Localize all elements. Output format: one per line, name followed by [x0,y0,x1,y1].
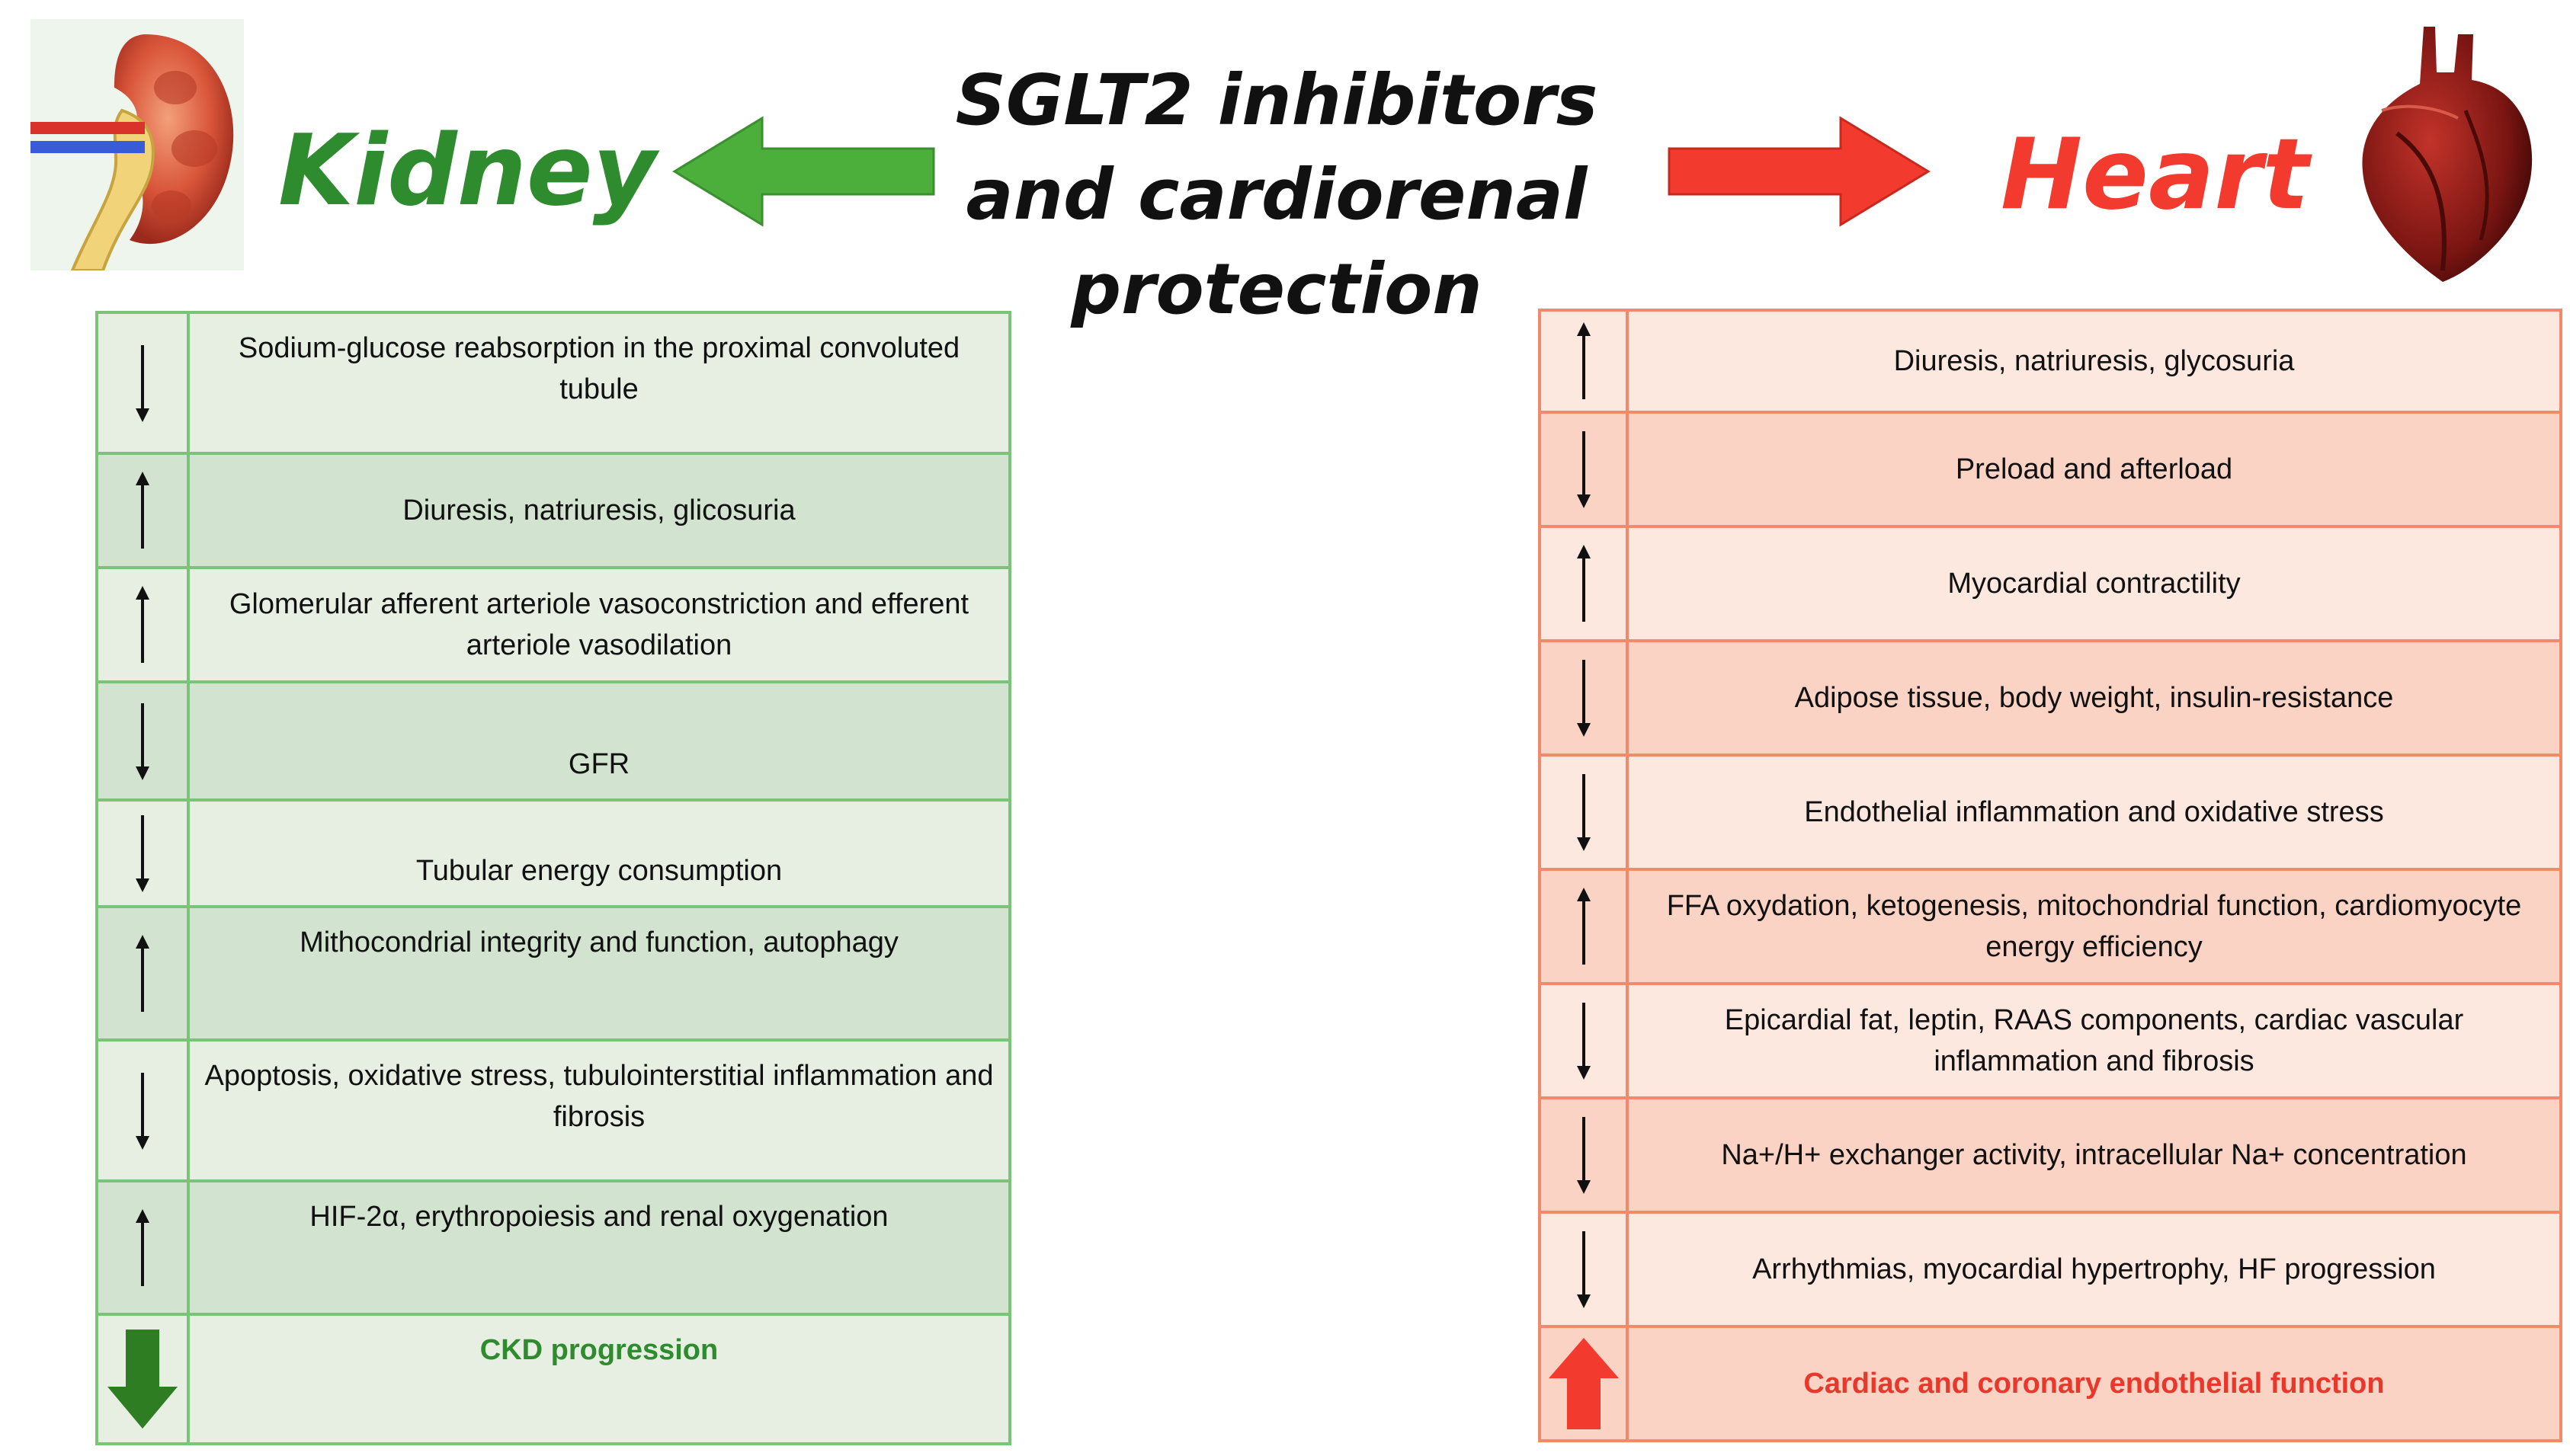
kidney-row-text: Sodium-glucose reabsorption in the proxi… [187,311,1011,455]
heart-row-text: Preload and afterload [1626,411,2562,528]
heart-row: Diuresis, natriuresis, glycosuria [1538,309,2562,414]
right-arrow-icon [1668,116,1931,227]
indicator-cell [95,680,190,802]
arrow-up-icon [136,472,149,549]
kidney-row-text: Apoptosis, oxidative stress, tubulointer… [187,1038,1011,1182]
arrow-down-icon [1576,774,1591,851]
kidney-label: Kidney [278,114,657,228]
heart-row: Endothelial inflammation and oxidative s… [1538,754,2562,871]
arrow-down-icon [1576,660,1591,737]
indicator-cell [95,1038,190,1182]
heart-icon [2362,27,2533,282]
arrow-up-icon [1576,888,1591,965]
arrow-up-icon [136,1208,149,1286]
kidney-row: Glomerular afferent arteriole vasoconstr… [95,566,1011,683]
kidney-row: Diuresis, natriuresis, glicosuria [95,452,1011,569]
arrow-up-icon [136,586,149,663]
heart-row-text: FFA oxydation, ketogenesis, mitochondria… [1626,868,2562,985]
arrow-down-icon [136,344,149,422]
heart-row-text: Epicardial fat, leptin, RAAS components,… [1626,982,2562,1099]
kidney-effects-table: Sodium-glucose reabsorption in the proxi… [95,311,1011,1445]
left-arrow-icon [672,116,935,227]
thick-arrow-down-icon [107,1330,178,1429]
title-line-2: and cardiorenal [966,154,1588,235]
kidney-row-text: HIF-2α, erythropoiesis and renal oxygena… [187,1179,1011,1316]
kidney-row: Tubular energy consumption [95,798,1011,908]
kidney-row-text: Glomerular afferent arteriole vasoconstr… [187,566,1011,683]
heart-row-text: Arrhythmias, myocardial hypertrophy, HF … [1626,1211,2562,1328]
diagram-title: SGLT2 inhibitors and cardiorenal protect… [915,53,1639,337]
heart-row-text: Myocardial contractility [1626,525,2562,642]
indicator-cell [1538,411,1629,528]
arrow-up-icon [1576,322,1591,399]
heart-label: Heart [2001,118,2309,232]
arrow-down-icon [136,702,149,780]
kidney-row: HIF-2α, erythropoiesis and renal oxygena… [95,1179,1011,1316]
title-line-1: SGLT2 inhibitors [955,59,1598,141]
heart-row: Preload and afterload [1538,411,2562,528]
indicator-cell [95,1313,190,1445]
kidney-row: CKD progression [95,1313,1011,1445]
heart-row: Arrhythmias, myocardial hypertrophy, HF … [1538,1211,2562,1328]
heart-row: Na+/H+ exchanger activity, intracellular… [1538,1096,2562,1214]
kidney-row: GFR [95,680,1011,802]
indicator-cell [95,1179,190,1316]
arrow-down-icon [136,1072,149,1150]
kidney-row: Apoptosis, oxidative stress, tubulointer… [95,1038,1011,1182]
arrow-down-icon [136,815,149,892]
indicator-cell [95,566,190,683]
indicator-cell [1538,1096,1629,1214]
arrow-down-icon [1576,1231,1591,1308]
heart-row: Epicardial fat, leptin, RAAS components,… [1538,982,2562,1099]
arrow-up-icon [1576,545,1591,622]
indicator-cell [1538,1325,1629,1442]
indicator-cell [1538,309,1629,414]
arrow-down-icon [1576,1117,1591,1194]
indicator-cell [1538,982,1629,1099]
heart-row: Cardiac and coronary endothelial functio… [1538,1325,2562,1442]
heart-row: Adipose tissue, body weight, insulin-res… [1538,639,2562,757]
indicator-cell [1538,754,1629,871]
heart-row-text: Endothelial inflammation and oxidative s… [1626,754,2562,871]
kidney-row-text: Mithocondrial integrity and function, au… [187,905,1011,1042]
arrow-up-icon [136,934,149,1012]
heart-row-text: Diuresis, natriuresis, glycosuria [1626,309,2562,414]
indicator-cell [95,311,190,455]
heart-row-text: Na+/H+ exchanger activity, intracellular… [1626,1096,2562,1214]
kidney-row: Mithocondrial integrity and function, au… [95,905,1011,1042]
heart-row: FFA oxydation, ketogenesis, mitochondria… [1538,868,2562,985]
kidney-row-text: CKD progression [187,1313,1011,1445]
kidney-row-text: GFR [187,680,1011,802]
kidney-row-text: Tubular energy consumption [187,798,1011,908]
indicator-cell [1538,1211,1629,1328]
indicator-cell [1538,868,1629,985]
indicator-cell [95,798,190,908]
heart-row: Myocardial contractility [1538,525,2562,642]
indicator-cell [1538,525,1629,642]
thick-arrow-up-icon [1548,1338,1619,1429]
indicator-cell [1538,639,1629,757]
kidney-icon [30,19,244,270]
arrow-down-icon [1576,1003,1591,1080]
title-line-3: protection [1071,248,1482,330]
kidney-row: Sodium-glucose reabsorption in the proxi… [95,311,1011,455]
kidney-row-text: Diuresis, natriuresis, glicosuria [187,452,1011,569]
indicator-cell [95,452,190,569]
indicator-cell [95,905,190,1042]
arrow-down-icon [1576,431,1591,508]
heart-row-text: Cardiac and coronary endothelial functio… [1626,1325,2562,1442]
heart-effects-table: Diuresis, natriuresis, glycosuria Preloa… [1538,309,2562,1442]
heart-row-text: Adipose tissue, body weight, insulin-res… [1626,639,2562,757]
